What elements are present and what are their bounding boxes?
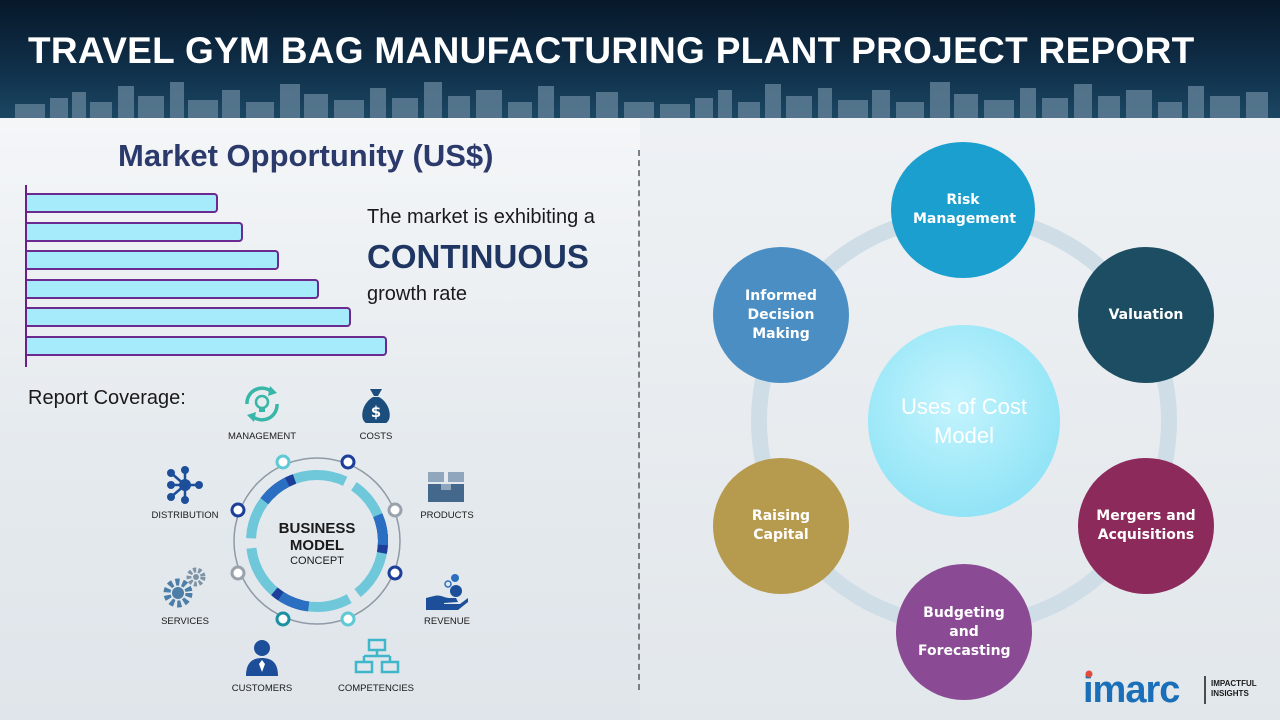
- network-icon: [167, 466, 203, 504]
- left-panel-background: [0, 118, 640, 720]
- mergers-acquisitions-label: Mergers and Acquisitions: [1096, 508, 1196, 543]
- city-skyline-graphic: [15, 82, 1268, 118]
- market-bar: [27, 221, 243, 242]
- svg-text:$: $: [371, 403, 381, 421]
- logo-tagline-1: IMPACTFUL: [1211, 679, 1257, 688]
- coverage-products-label: PRODUCTS: [420, 510, 474, 521]
- valuation-circle: Valuation: [1078, 247, 1214, 383]
- market-text-line3: growth rate: [367, 283, 468, 305]
- market-bar: [27, 278, 319, 299]
- coverage-revenue-label: REVENUE: [424, 616, 470, 627]
- hierarchy-icon: [354, 638, 400, 674]
- lightbulb-cycle-icon: [245, 386, 279, 422]
- market-bar: [27, 193, 218, 213]
- risk-management-circle: Risk Management: [891, 142, 1035, 278]
- person-icon: [246, 640, 278, 676]
- business-label: BUSINESS: [278, 520, 356, 537]
- coverage-management-label: MANAGEMENT: [227, 431, 297, 442]
- cost-model-center: Uses of Cost Model: [868, 325, 1060, 517]
- model-label: MODEL: [289, 537, 345, 554]
- imarc-logo: imarc IMPACTFUL INSIGHTS: [1083, 668, 1263, 714]
- logo-tagline-2: INSIGHTS: [1211, 689, 1249, 698]
- page-title: TRAVEL GYM BAG MANUFACTURING PLANT PROJE…: [28, 30, 1195, 71]
- informed-decision-label: Informed Decision Making: [745, 287, 817, 342]
- informed-decision-circle: Informed Decision Making: [713, 247, 849, 383]
- page-header: TRAVEL GYM BAG MANUFACTURING PLANT PROJE…: [0, 0, 1280, 118]
- imarc-logo-mark: imarc: [1083, 669, 1206, 711]
- coverage-customers-label: CUSTOMERS: [231, 683, 293, 694]
- market-bar: [27, 307, 351, 328]
- boxes-icon: [428, 472, 464, 502]
- market-opportunity-title: Market Opportunity (US$): [118, 138, 494, 173]
- business-model-ring: [230, 454, 403, 627]
- gears-icon: [163, 567, 206, 608]
- coverage-distribution-label: DISTRIBUTION: [151, 510, 219, 521]
- svg-text:imarc: imarc: [1083, 669, 1180, 710]
- market-bar: [27, 250, 279, 271]
- cost-model-center-label: Uses of Cost Model: [901, 394, 1027, 448]
- concept-label: CONCEPT: [290, 555, 344, 567]
- market-text-continuous: CONTINUOUS: [367, 238, 589, 275]
- report-coverage-label: Report Coverage:: [28, 387, 186, 409]
- bar-chart-axis: [25, 185, 27, 367]
- coverage-costs-label: COSTS: [359, 431, 393, 442]
- valuation-label: Valuation: [1108, 306, 1184, 323]
- budgeting-forecasting-label: Budgeting and Forecasting: [918, 604, 1011, 659]
- budgeting-forecasting-circle: Budgeting and Forecasting: [896, 564, 1032, 700]
- panel-divider: [638, 150, 640, 690]
- hand-coins-icon: [426, 574, 468, 610]
- money-bag-icon: $: [362, 389, 390, 423]
- mergers-acquisitions-circle: Mergers and Acquisitions: [1078, 458, 1214, 594]
- risk-management-label: Risk Management: [913, 192, 1017, 227]
- business-model-center: BUSINESS MODEL CONCEPT: [254, 520, 380, 568]
- coverage-services-label: SERVICES: [161, 616, 209, 627]
- raising-capital-label: Raising Capital: [751, 508, 811, 543]
- market-text-line1: The market is exhibiting a: [367, 206, 595, 228]
- coverage-competencies-label: COMPETENCIES: [337, 683, 415, 694]
- market-bar: [27, 336, 387, 356]
- raising-capital-circle: Raising Capital: [713, 458, 849, 594]
